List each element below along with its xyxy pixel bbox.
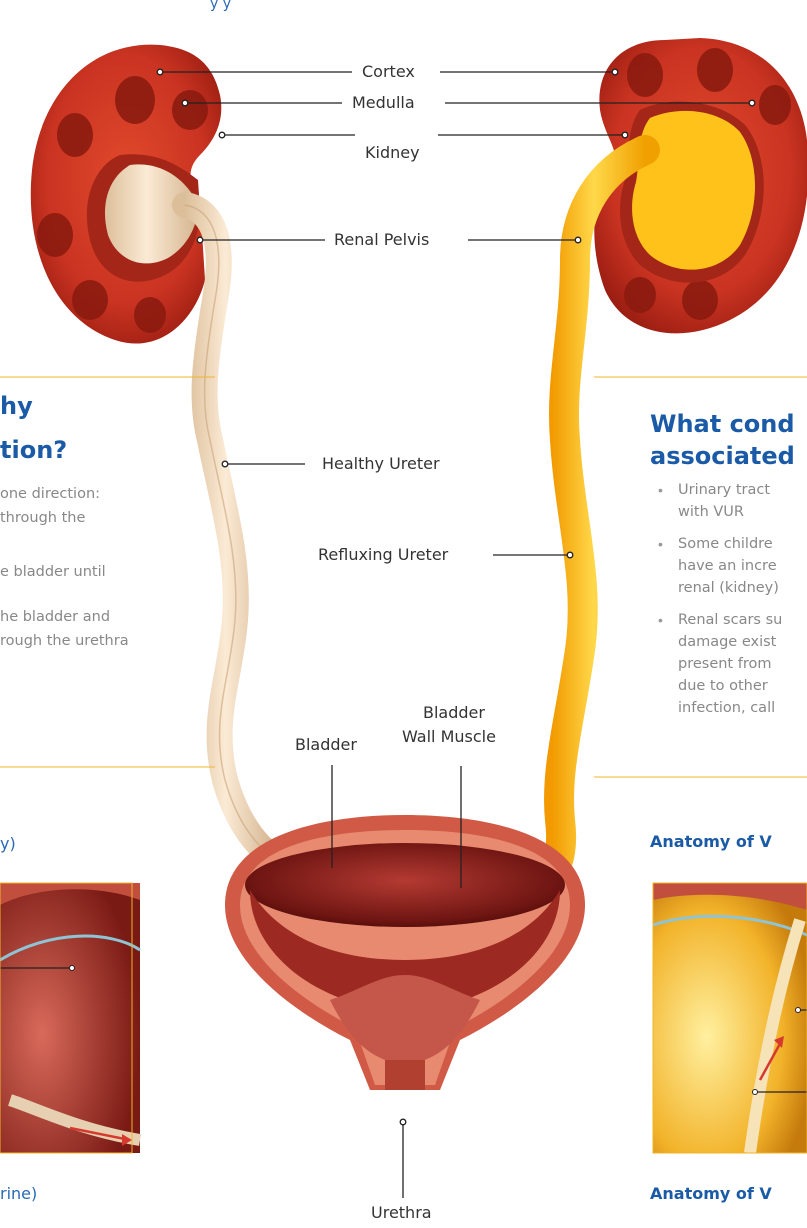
left-text-line: he bladder and (0, 609, 110, 625)
right-bullet-line: with VUR (678, 504, 744, 520)
label-kidney: Kidney (365, 143, 420, 162)
label-medulla: Medulla (352, 93, 415, 112)
left-heading-line2: tion? (0, 436, 67, 464)
label-renal-pelvis: Renal Pelvis (334, 230, 429, 249)
bullet-dot: • (658, 482, 663, 498)
right-bullet-line: Urinary tract (678, 482, 770, 498)
top-caption-fragment: y y (210, 0, 231, 12)
right-kidney (594, 38, 807, 333)
right-bullet-line: due to other (678, 678, 768, 694)
bladder-illustration (225, 815, 585, 1090)
right-bullet-line: damage exist (678, 634, 776, 650)
right-bullet-line: renal (kidney) (678, 580, 779, 596)
label-bladder-wall-line1: Bladder (423, 703, 485, 722)
right-heading-line1: What cond (650, 410, 795, 438)
right-heading-line2: associated (650, 442, 795, 470)
label-bladder: Bladder (295, 735, 357, 754)
left-text-line: rough the urethra (0, 633, 129, 649)
right-bullet-line: have an incre (678, 558, 777, 574)
right-bullet-line: present from (678, 656, 771, 672)
right-inset-image (653, 883, 807, 1153)
label-bladder-wall-line2: Wall Muscle (402, 727, 496, 746)
right-bullet-line: Some childre (678, 536, 773, 552)
right-caption-top: Anatomy of V (650, 832, 772, 851)
bullet-dot: • (658, 536, 663, 552)
left-caption-bottom: rine) (0, 1184, 37, 1203)
left-text-line: e bladder until (0, 564, 106, 580)
label-cortex: Cortex (362, 62, 415, 81)
label-urethra: Urethra (371, 1203, 432, 1222)
right-bullet-line: Renal scars su (678, 612, 782, 628)
left-inset-image (0, 883, 140, 1153)
right-bullet-line: infection, call (678, 700, 775, 716)
left-caption-top: y) (0, 834, 16, 853)
label-healthy-ureter: Healthy Ureter (322, 454, 440, 473)
left-heading-line1: hy (0, 392, 33, 420)
label-refluxing-ureter: Refluxing Ureter (318, 545, 448, 564)
left-text-line: through the (0, 510, 85, 526)
left-text-line: one direction: (0, 486, 100, 502)
bullet-dot: • (658, 612, 663, 628)
right-caption-bottom: Anatomy of V (650, 1184, 772, 1203)
